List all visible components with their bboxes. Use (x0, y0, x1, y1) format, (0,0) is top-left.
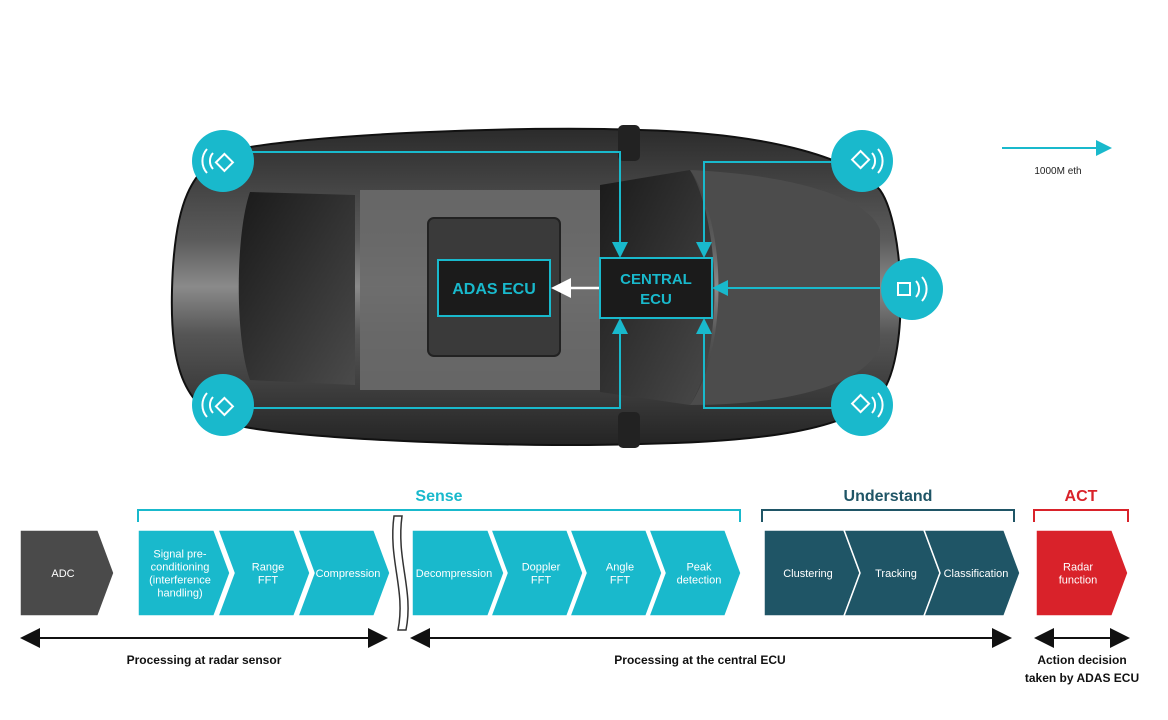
chevron-label: Signal pre- (153, 549, 207, 561)
side-mirror-bottom (618, 412, 640, 448)
stage-understand-2: Classification (922, 529, 1021, 617)
chevron-shape (489, 529, 584, 617)
radar-icon (850, 393, 871, 414)
chevron-label: Peak (686, 562, 712, 574)
stage-adc: ADC (19, 529, 115, 617)
radar-sensor-front-right (831, 130, 893, 192)
chevron-label: Angle (606, 562, 634, 574)
sensor-links (235, 151, 880, 409)
radar-sensor-rear-left (192, 374, 254, 436)
group-header: ACT (1065, 488, 1098, 505)
chevron-label: conditioning (151, 562, 210, 574)
chevron-label: function (1059, 575, 1098, 587)
chevron-label: Decompression (416, 568, 492, 580)
side-mirror-top (618, 125, 640, 161)
radar-icon (897, 282, 911, 296)
processing-pipeline: ADC Signal pre-conditioning(interferenceh… (19, 488, 1139, 685)
chevron-shape (922, 529, 1021, 617)
chevron-shape (411, 529, 505, 617)
central-ecu-label-2: ECU (640, 291, 672, 308)
chevron-shape (296, 529, 391, 617)
radar-sensor-front-left (192, 130, 254, 192)
radar-sensor-front-center (881, 258, 943, 320)
group-header: Sense (415, 488, 462, 505)
radar-icon (850, 149, 871, 170)
footer-central-ecu: Processing at the central ECU (614, 653, 785, 667)
stage-sense-radar-2: Compression (296, 529, 391, 617)
chevron-label: Classification (944, 568, 1009, 580)
footer-adas-1: Action decision (1037, 653, 1126, 667)
chevron-shape (568, 529, 663, 617)
legend-label: 1000M eth (1034, 166, 1081, 177)
link-front-right (696, 161, 860, 258)
radar-sensor-rear-right (831, 374, 893, 436)
link-rear-right (696, 318, 860, 409)
chevron-shape (1035, 529, 1129, 617)
chevron-label: Range (252, 562, 284, 574)
link-front-left (235, 151, 628, 258)
radar-icon (214, 152, 235, 173)
chevron-shape (19, 529, 115, 617)
chevron-shape (647, 529, 742, 617)
stage-sense-central-0: Decompression (411, 529, 505, 617)
chevron-label: (interference (149, 575, 211, 587)
chevron-label: FFT (258, 575, 278, 587)
stage-sense-radar-0: Signal pre-conditioning(interferencehand… (137, 529, 231, 617)
stage-understand-0: Clustering (763, 529, 861, 617)
chevron-label: FFT (610, 575, 630, 587)
rear-window (238, 192, 355, 385)
central-ecu-label-1: CENTRAL (620, 271, 692, 288)
chevron-label: Clustering (783, 568, 833, 580)
chevron-label: detection (677, 575, 722, 587)
stage-understand-1: Tracking (842, 529, 941, 617)
chevron-label: Tracking (875, 568, 917, 580)
group-bracket (761, 509, 1015, 522)
chevron-shape (216, 529, 311, 617)
ethernet-legend: 1000M eth (1002, 140, 1112, 177)
group-header: Understand (844, 488, 933, 505)
chevron-label: Doppler (522, 562, 561, 574)
footer-radar-sensor: Processing at radar sensor (127, 653, 282, 667)
group-bracket (1033, 509, 1129, 522)
chevron-label: FFT (531, 575, 551, 587)
adas-ecu-label: ADAS ECU (452, 281, 536, 298)
footer-adas-2: taken by ADAS ECU (1025, 671, 1139, 685)
link-rear-left (235, 318, 628, 409)
chevron-label: Compression (316, 568, 381, 580)
chevron-label: ADC (51, 568, 74, 580)
chevron-shape (137, 529, 231, 617)
chevron-label: Radar (1063, 562, 1093, 574)
chevron-label: handling) (157, 588, 202, 600)
separator (392, 515, 409, 631)
adas-ecu-box: ADAS ECU (437, 259, 551, 317)
central-ecu-box: CENTRAL ECU (599, 257, 713, 319)
group-bracket (137, 509, 741, 522)
radar-icon (214, 396, 235, 417)
